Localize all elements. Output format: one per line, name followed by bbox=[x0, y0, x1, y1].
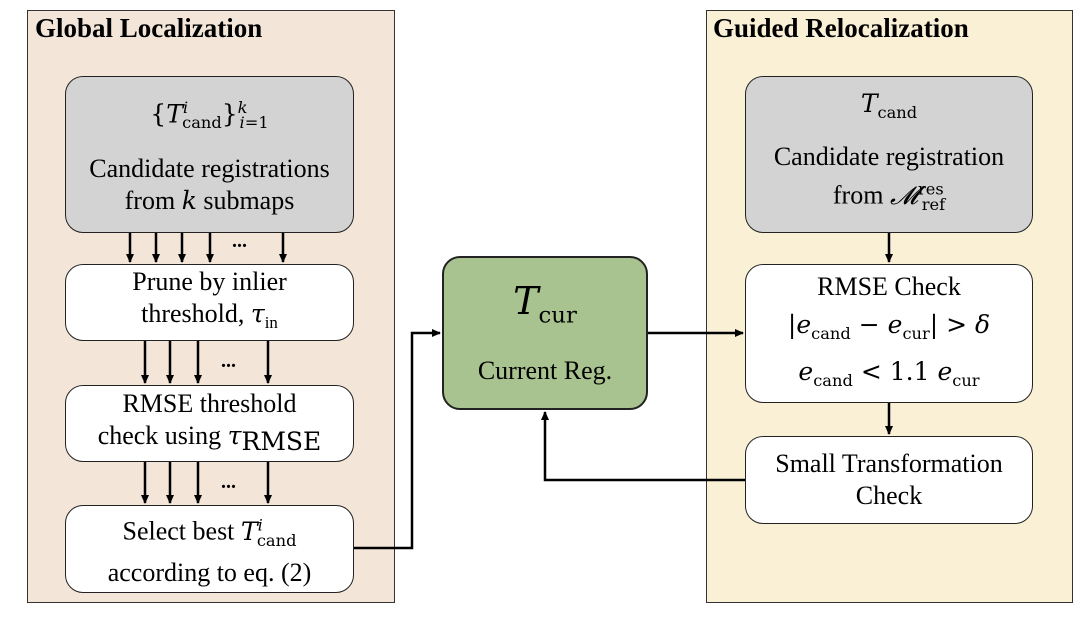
candidate-prefix: from bbox=[832, 180, 890, 210]
select-prefix: Select best bbox=[122, 516, 241, 546]
guided-candidate-line1: Candidate registration bbox=[773, 142, 1005, 172]
rmse-condition-2: ecand < 1.1 ecur bbox=[798, 356, 980, 390]
select-best-box: Select best Ticand according to eq. (2) bbox=[65, 505, 354, 593]
factor-value: 1.1 bbox=[889, 356, 930, 386]
candidate-caption-line2: from k submaps bbox=[125, 185, 295, 217]
global-localization-title: Global Localization bbox=[35, 13, 263, 43]
prune-line1: Prune by inlier bbox=[132, 266, 287, 296]
rmse-threshold-box: RMSE threshold check using τRMSE bbox=[65, 385, 354, 462]
rmse-line2: check using τRMSE bbox=[98, 420, 322, 458]
current-reg-caption: Current Reg. bbox=[477, 356, 613, 386]
rmse-check-box: RMSE Check |ecand − ecur| > δ ecand < 1.… bbox=[745, 264, 1033, 403]
small-transformation-box: Small Transformation Check bbox=[745, 436, 1033, 524]
prune-prefix: threshold, bbox=[141, 298, 251, 328]
prune-line2: threshold, τin bbox=[141, 298, 278, 339]
tau-symbol: τ bbox=[227, 421, 242, 451]
select-line1: Select best Ticand bbox=[122, 515, 297, 550]
arrow-small-current bbox=[541, 411, 745, 482]
rmse-prefix: check using bbox=[97, 421, 228, 451]
guided-relocalization-title: Guided Relocalization bbox=[713, 13, 969, 43]
t-cand-formula: Tcand bbox=[860, 89, 918, 123]
candidate-set-formula: {Ticand}ki=1 bbox=[150, 97, 269, 133]
select-line2: according to eq. (2) bbox=[107, 557, 312, 587]
tau-subscript: in bbox=[264, 313, 278, 333]
tau-subscript: RMSE bbox=[241, 427, 322, 457]
tau-symbol: τ bbox=[250, 298, 265, 328]
guided-candidate-line2: from 𝓜resref bbox=[832, 179, 946, 214]
ellipsis-1: ... bbox=[232, 230, 247, 252]
t-cur-formula: Tcur bbox=[513, 278, 577, 329]
small-line1: Small Transformation bbox=[775, 449, 1003, 478]
ellipsis-3: ... bbox=[221, 471, 236, 493]
delta-symbol: δ bbox=[975, 309, 991, 339]
k-variable: k bbox=[181, 186, 197, 216]
arrow-select-current bbox=[354, 329, 441, 550]
caption-suffix: submaps bbox=[196, 186, 295, 216]
caption-prefix: from bbox=[124, 186, 182, 216]
rmse-line1: RMSE threshold bbox=[122, 389, 297, 419]
small-line2: Check bbox=[855, 481, 923, 510]
rmse-condition-1: |ecand − ecur| > δ bbox=[787, 309, 991, 343]
candidate-registrations-box: {Ticand}ki=1 Candidate registrations fro… bbox=[65, 76, 354, 233]
rmse-check-title: RMSE Check bbox=[817, 271, 961, 301]
prune-inlier-box: Prune by inlier threshold, τin bbox=[65, 264, 354, 341]
candidate-caption-line1: Candidate registrations bbox=[89, 154, 330, 184]
candidate-registration-box: Tcand Candidate registration from 𝓜resre… bbox=[745, 76, 1033, 233]
ellipsis-2: ... bbox=[221, 350, 236, 372]
current-registration-box: Tcur Current Reg. bbox=[442, 256, 648, 410]
